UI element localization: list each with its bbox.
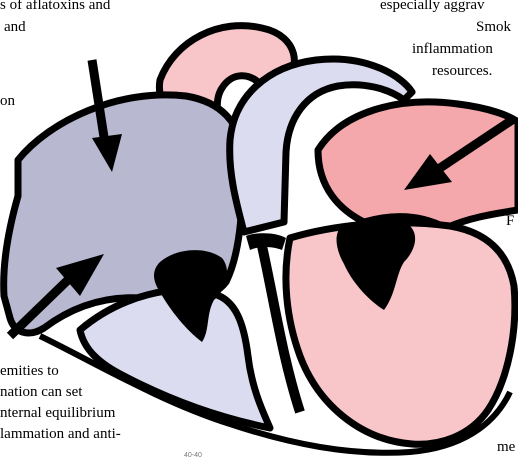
- page-number: 40-40: [184, 452, 202, 459]
- left-atrium: [318, 102, 518, 228]
